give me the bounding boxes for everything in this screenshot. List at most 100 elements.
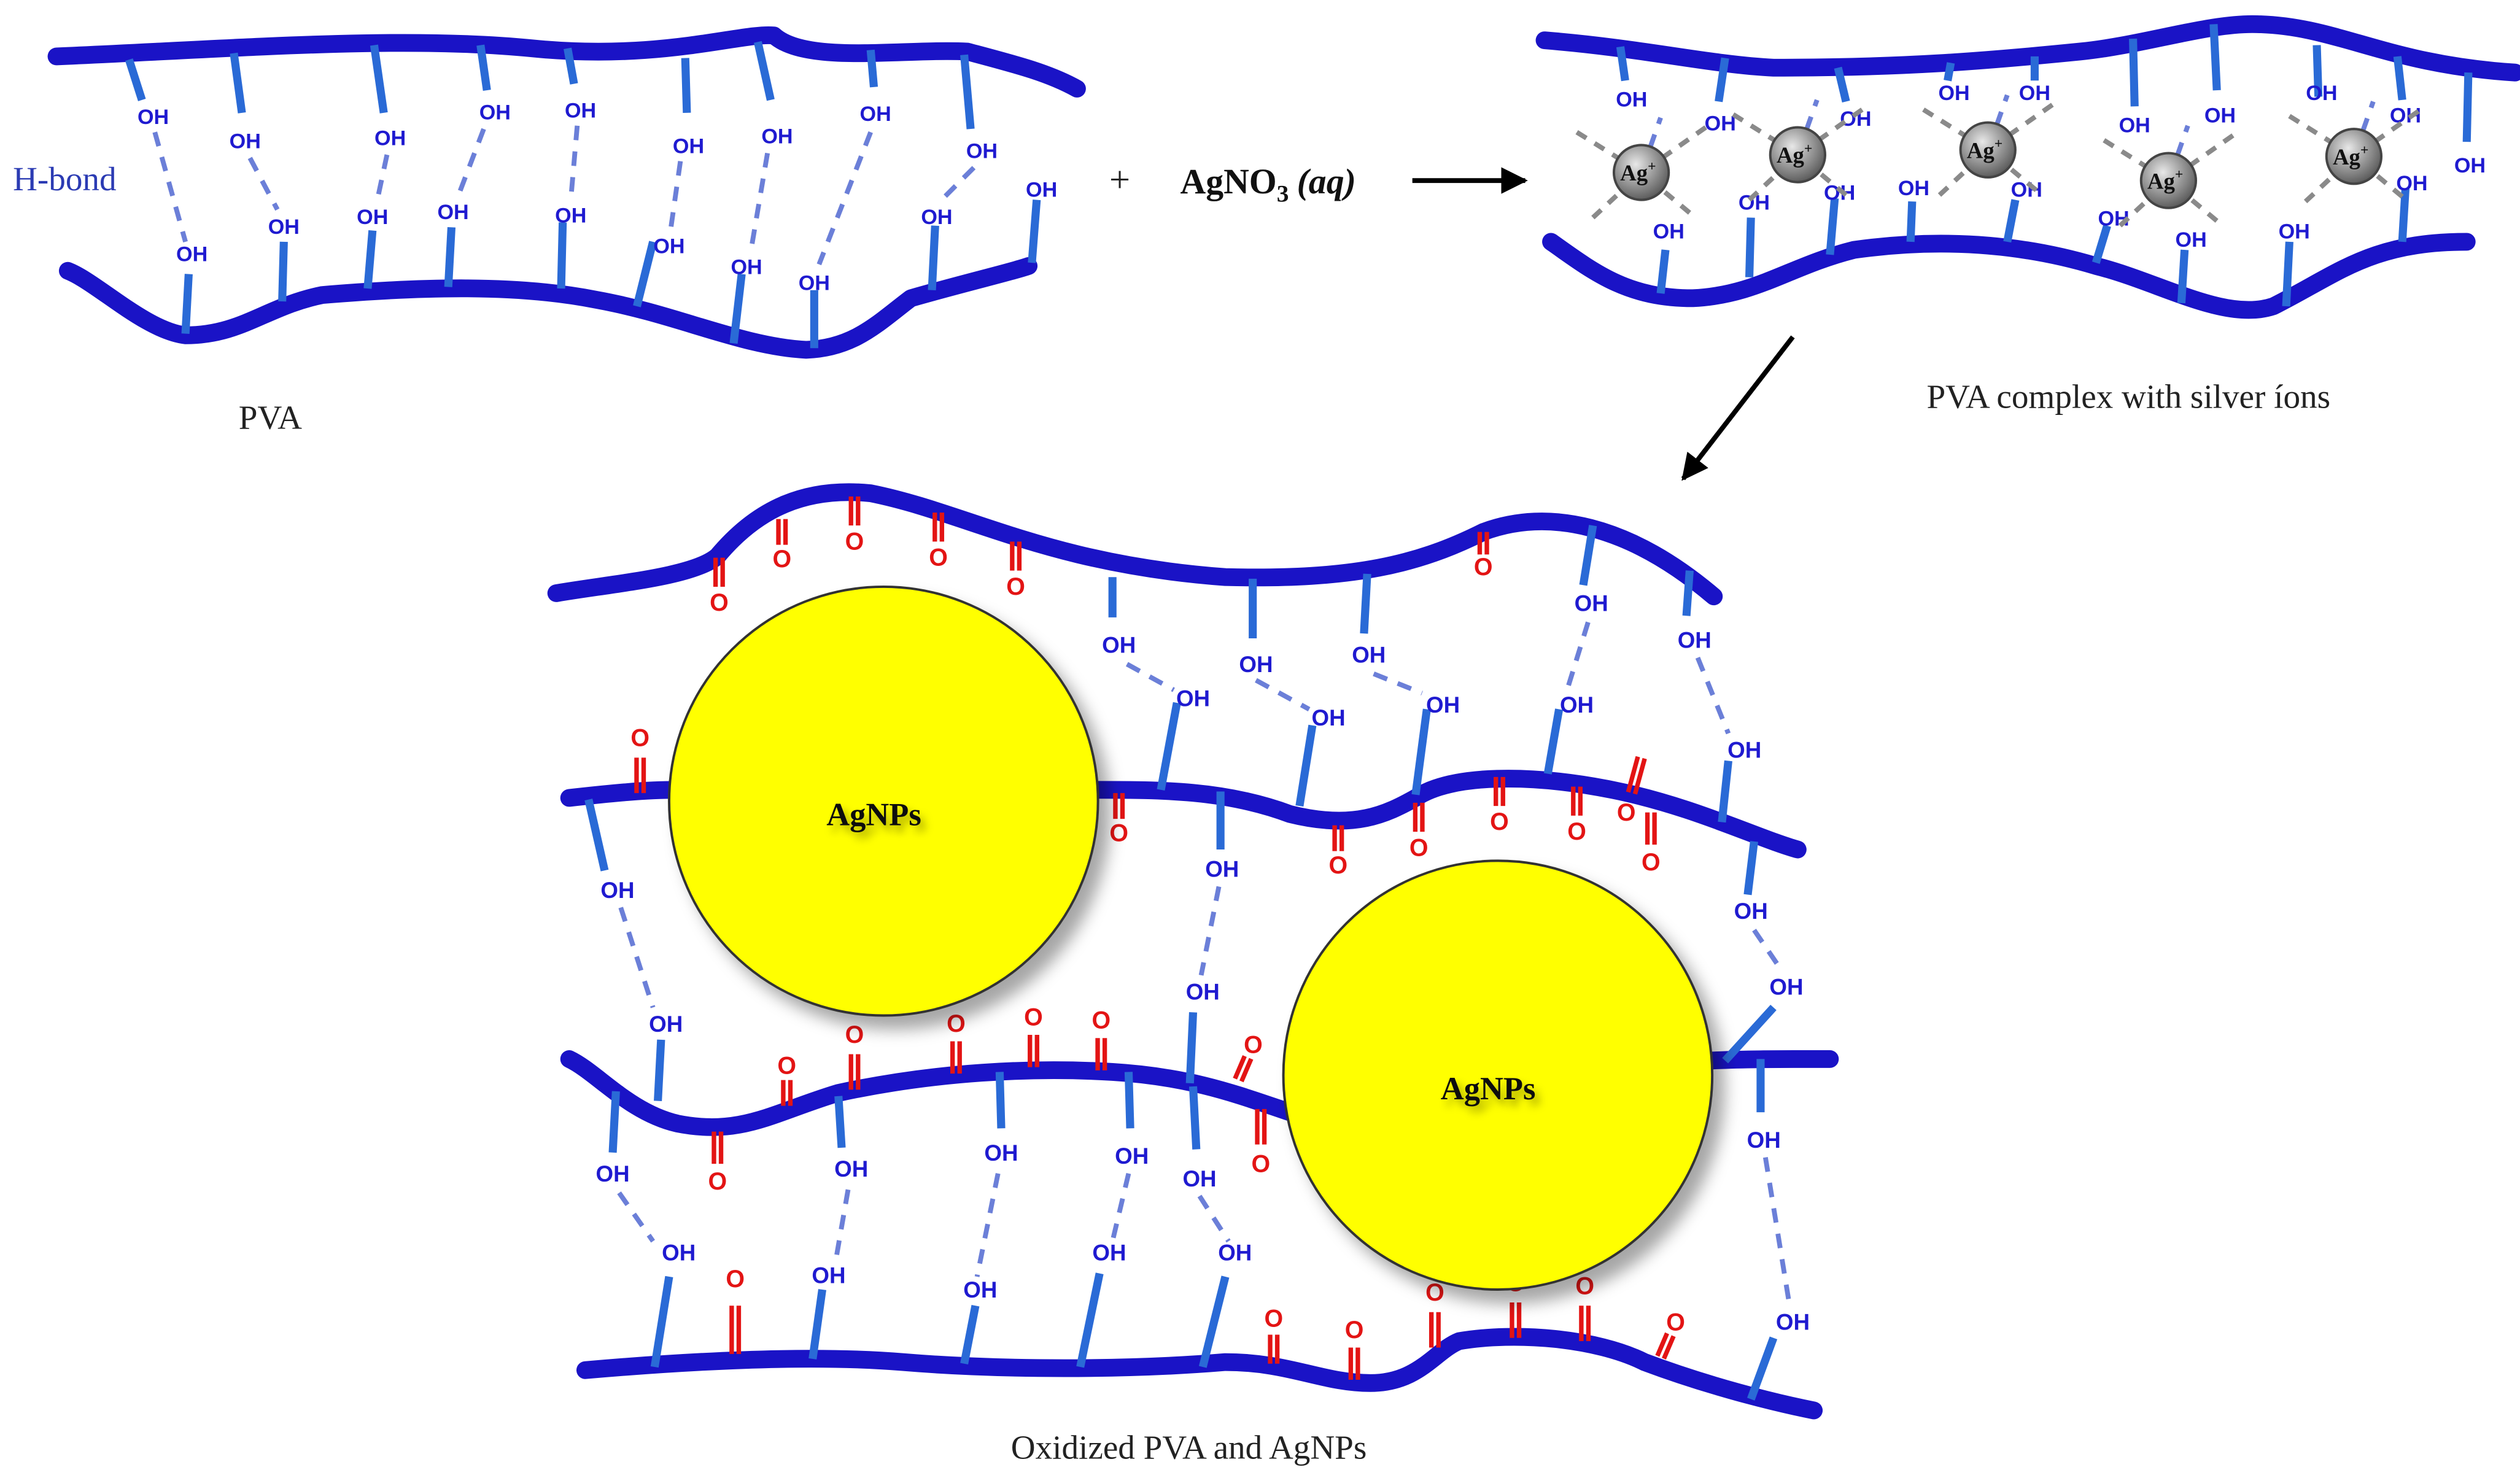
- hydroxyl-bond: [1188, 1086, 1201, 1150]
- hydroxyl-label: OH: [1776, 1310, 1810, 1335]
- hydrogen-bond: [568, 125, 580, 200]
- hydroxyl-bond: [363, 230, 377, 289]
- hydroxyl-bond: [729, 273, 746, 344]
- hydrogen-bond: [1125, 662, 1175, 692]
- final-chain-1: [547, 483, 1723, 606]
- hydroxyl-label: OH: [437, 201, 468, 224]
- hydroxyl-bond: [650, 1275, 673, 1368]
- hydrogen-bond: [832, 1189, 851, 1264]
- hydrogen-bond: [1197, 1194, 1231, 1243]
- hydroxyl-bond: [1906, 201, 1917, 242]
- silver-ion: [1959, 121, 2017, 179]
- hydroxyl-bond: [2003, 199, 2020, 243]
- hydrogen-bond: [1255, 678, 1311, 711]
- complex-chain-bottom: [1542, 233, 2476, 319]
- hydroxyl-label: OH: [1769, 974, 1803, 999]
- hydroxyl-label: OH: [479, 101, 511, 124]
- hydroxyl-label: OH: [1824, 182, 1855, 205]
- hydroxyl-label: OH: [2396, 172, 2427, 195]
- silver-ion-label: Ag+: [1620, 158, 1656, 185]
- hydroxyl-bond: [754, 41, 775, 101]
- hydroxyl-bond: [2398, 188, 2410, 242]
- hydroxyl-bond: [1579, 525, 1597, 586]
- hydrogen-bond: [1110, 1172, 1131, 1242]
- coordination-bond: [1591, 171, 1643, 220]
- reagent-formula: AgNO3(aq): [1181, 163, 1356, 207]
- carbonyl-oxygen-label: O: [1490, 808, 1509, 835]
- arrow-to-final: [1681, 335, 1795, 481]
- hydroxyl-bond: [1826, 198, 1839, 255]
- polymer-chain-top: [47, 26, 1086, 98]
- hydroxyl-label: OH: [1186, 979, 1220, 1004]
- carbonyl-bond: [1233, 1055, 1247, 1080]
- hydrogen-bond: [1198, 886, 1222, 976]
- carbonyl-bond: [1662, 1335, 1676, 1360]
- silver-nanoparticle: [1282, 859, 1714, 1291]
- hydroxyl-label: OH: [230, 130, 261, 153]
- hydroxyl-bond: [1198, 1275, 1230, 1368]
- complex-chain-top: [1535, 15, 2520, 82]
- hydroxyl-label: OH: [662, 1240, 696, 1266]
- hydroxyl-label: OH: [1938, 82, 1969, 105]
- hydroxyl-bond: [2393, 56, 2406, 101]
- hydroxyl-label: OH: [268, 215, 300, 239]
- hydroxyl-bond: [1295, 724, 1317, 807]
- carbonyl-oxygen-label: O: [1345, 1317, 1364, 1344]
- hydroxyl-label: OH: [966, 139, 998, 163]
- carbonyl-oxygen-label: O: [1251, 1151, 1270, 1178]
- hydroxyl-bond: [2462, 72, 2473, 142]
- polymer-chain-bottom: [58, 257, 1038, 359]
- hydroxyl-label: OH: [2454, 154, 2486, 177]
- hydroxyl-label: OH: [1727, 737, 1761, 762]
- hydroxyl-bond: [808, 1289, 826, 1360]
- silver-ion: [1769, 126, 1826, 184]
- hydroxyl-label: OH: [1352, 642, 1386, 667]
- hydroxyl-bond: [1745, 217, 1755, 277]
- hydroxyl-label: OH: [812, 1263, 845, 1288]
- hydroxyl-label: OH: [2204, 104, 2236, 128]
- hydroxyl-label: OH: [1575, 590, 1608, 616]
- hydroxyl-label: OH: [596, 1161, 630, 1186]
- hydroxyl-label: OH: [1616, 88, 1647, 111]
- hydroxyl-label: OH: [1218, 1240, 1252, 1266]
- hydroxyl-label: OH: [1653, 220, 1685, 244]
- hydroxyl-bond: [1747, 1336, 1778, 1401]
- hydroxyl-label: OH: [1840, 107, 1871, 131]
- hydrogen-bond: [617, 1191, 655, 1243]
- hydroxyl-label: OH: [649, 1012, 683, 1037]
- carbonyl-oxygen-label: O: [630, 725, 649, 752]
- hydrogen-bond: [247, 157, 280, 211]
- hydroxyl-label: OH: [799, 272, 830, 295]
- hydroxyl-label: OH: [761, 125, 793, 149]
- hydroxyl-label: OH: [374, 126, 406, 150]
- coordination-bond: [1937, 148, 1990, 197]
- hydroxyl-bond: [1834, 66, 1850, 103]
- hydroxyl-bond: [608, 1091, 620, 1153]
- silver-nanoparticle: [668, 585, 1099, 1017]
- carbonyl-oxygen-label: O: [947, 1010, 966, 1037]
- hydroxyl-label: OH: [600, 878, 634, 903]
- hydroxyl-bond: [370, 44, 388, 114]
- hydroxyl-label: OH: [1092, 1240, 1126, 1266]
- carbonyl-oxygen-label: O: [1006, 573, 1025, 600]
- carbonyl-oxygen-label: O: [1575, 1273, 1594, 1300]
- hydroxyl-label: OH: [1115, 1143, 1149, 1169]
- hydroxyl-bond: [1616, 46, 1629, 82]
- hydroxyl-label: OH: [1182, 1166, 1216, 1191]
- hydroxyl-label: OH: [176, 242, 207, 266]
- hydroxyl-bond: [1028, 199, 1041, 263]
- carbonyl-oxygen-label: O: [1617, 799, 1636, 826]
- hydrogen-bond: [974, 1173, 1001, 1277]
- silver-ion: [2325, 128, 2383, 185]
- carbonyl-oxygen-label: O: [708, 1168, 727, 1195]
- hydroxyl-bond: [444, 226, 456, 287]
- hydroxyl-label: OH: [731, 255, 762, 279]
- hydroxyl-label: OH: [1426, 692, 1460, 718]
- hydroxyl-bond: [960, 1304, 980, 1365]
- coordination-bond: [1747, 153, 1800, 202]
- hydroxyl-label: OH: [2019, 82, 2050, 105]
- hydroxyl-label: OH: [963, 1277, 997, 1302]
- hydroxyl-bond: [2313, 45, 2323, 97]
